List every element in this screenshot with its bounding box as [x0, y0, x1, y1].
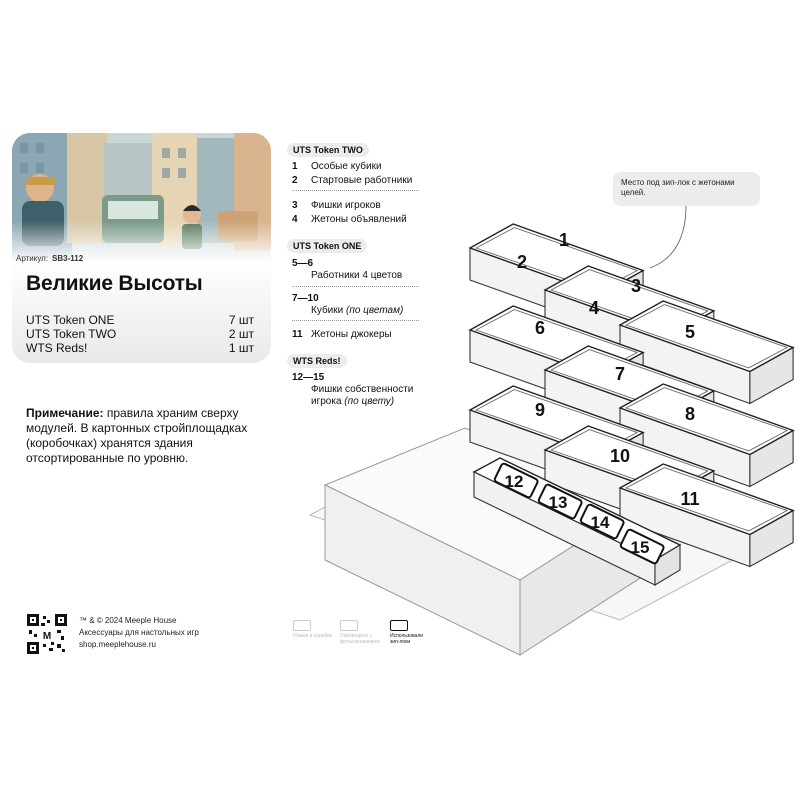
tray-number: 7 [615, 364, 625, 384]
legend-item-number: 12—15 [292, 372, 325, 383]
packing-option: Переведено с фольгированием [340, 620, 380, 645]
legend-item-number: 1 [292, 161, 298, 172]
footer-info: ™ & © 2024 Meeple House Аксессуары для н… [79, 615, 199, 651]
legend-item: 2 Стартовые работники [292, 175, 419, 187]
qr-code: M [27, 614, 67, 654]
legend-item-number: 11 [292, 329, 303, 340]
site-link[interactable]: shop.meeplehouse.ru [79, 640, 156, 649]
legend-item-label: Стартовые работники [311, 175, 413, 186]
tray-number: 3 [631, 276, 641, 296]
legend-item-label: Жетоны объявлений [311, 214, 407, 225]
tray-number: 2 [517, 252, 527, 272]
contents-row: WTS Reds! 1 шт [26, 341, 254, 355]
note-label: Примечание: [26, 406, 104, 420]
legend-item-label: Работники 4 цветов [311, 270, 403, 281]
callout-leader [649, 205, 687, 269]
legend-item: 3 Фишки игроков [292, 200, 419, 212]
sku-code: SB3-112 [52, 254, 84, 263]
legend-item-number: 5—6 [292, 258, 314, 269]
tray-number: 10 [610, 446, 630, 466]
packing-option-label: Переведено с фольгированием [340, 633, 380, 645]
copyright-text: ™ & © 2024 Meeple House [79, 616, 177, 625]
tray-number: 15 [631, 538, 650, 557]
ziplock-callout: Место под зип-лок с жетонами целей. [613, 172, 760, 206]
contents-name: WTS Reds! [26, 341, 88, 355]
contents-name: UTS Token TWO [26, 327, 117, 341]
small-tray-cell [579, 503, 625, 540]
packing-option-label: Использовали зип-локи [390, 633, 424, 645]
legend-item-label: Фишки собственности игрока (по цвету) [311, 384, 419, 408]
legend-item: 1 Особые кубики [292, 161, 419, 173]
small-tray-cell [537, 483, 583, 520]
contents-qty: 7 шт [228, 313, 254, 327]
small-tray-cell [619, 528, 665, 565]
packing-option-label: Новые в коробке [293, 633, 333, 639]
legend-item-number: 3 [292, 200, 298, 211]
tray-number: 4 [589, 298, 599, 318]
storage-note: Примечание: правила храним сверху модуле… [26, 406, 266, 466]
tagline-text: Аксессуары для настольных игр [79, 628, 199, 637]
tray-number: 8 [685, 404, 695, 424]
legend-divider [292, 286, 419, 287]
contents-row: UTS Token TWO 2 шт [26, 327, 254, 341]
product-title: Великие Высоты [26, 272, 203, 295]
legend-item-text: Кубики [311, 305, 344, 316]
sku-label: Артикул: [16, 254, 49, 263]
legend-divider [292, 190, 419, 191]
legend-divider [292, 320, 419, 321]
tray [618, 463, 795, 568]
legend-item-number: 2 [292, 175, 298, 186]
legend-item: 11 Жетоны джокеры [292, 329, 419, 341]
tray-number: 9 [535, 400, 545, 420]
legend-item-label: Фишки игроков [311, 200, 381, 211]
legend-item-text: Фишки собственности игрока [311, 384, 414, 407]
tray-number: 11 [680, 489, 699, 509]
note-text: правила храним сверху модулей. В картонн… [26, 406, 248, 465]
tray-number: 1 [559, 230, 569, 250]
legend-item-label: Кубики (по цветам) [311, 305, 419, 317]
cover-fade [12, 221, 271, 263]
legend-group-tag: UTS Token ONE [287, 239, 368, 253]
legend-item-label: Жетоны джокеры [311, 329, 392, 340]
legend-item-emphasis: (по цветам) [346, 305, 404, 316]
contents-name: UTS Token ONE [26, 313, 115, 327]
ziplock-icon [390, 620, 408, 631]
contents-list: UTS Token ONE 7 шт UTS Token TWO 2 шт WT… [26, 313, 254, 355]
sku-line: Артикул:SB3-112 [16, 254, 83, 263]
contents-qty: 1 шт [228, 341, 254, 355]
small-tray-cell [493, 462, 539, 499]
packing-option: Новые в коробке [293, 620, 333, 639]
tray [618, 300, 795, 405]
legend-item-number: 4 [292, 214, 298, 225]
legend-item: 4 Жетоны объявлений [292, 214, 419, 226]
product-card [12, 133, 271, 363]
contents-row: UTS Token ONE 7 шт [26, 313, 254, 327]
tray-number: 14 [591, 513, 610, 532]
box-icon [293, 620, 311, 631]
tray-number: 5 [685, 322, 695, 342]
tray-number: 6 [535, 318, 545, 338]
box-icon [340, 620, 358, 631]
tray [618, 383, 795, 488]
tray-number: 13 [549, 493, 568, 512]
legend-item-number: 7—10 [292, 293, 319, 304]
tray-number: 12 [505, 472, 524, 491]
contents-qty: 2 шт [228, 327, 254, 341]
qr-logo-letter: M [43, 631, 51, 642]
legend-group-tag: WTS Reds! [287, 354, 347, 368]
packing-option-active: Использовали зип-локи [390, 620, 430, 645]
legend-item-emphasis: (по цвету) [344, 396, 395, 407]
legend-item-label: Особые кубики [311, 161, 382, 172]
legend-group-tag: UTS Token TWO [287, 143, 369, 157]
